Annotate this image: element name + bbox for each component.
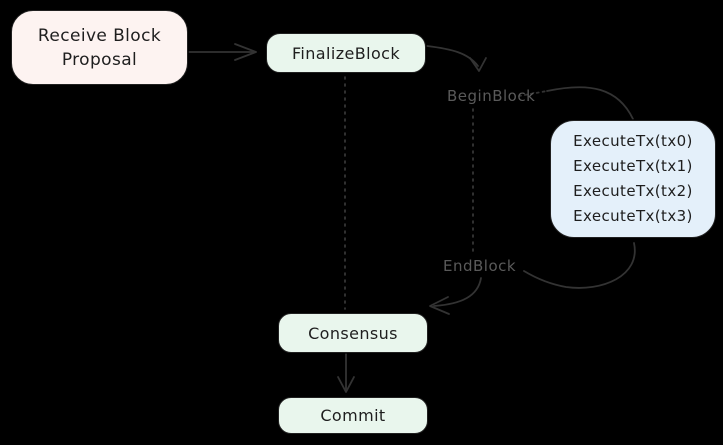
node-execute-tx: ExecuteTx(tx0) ExecuteTx(tx1) ExecuteTx(… (550, 120, 716, 238)
execute-tx-line-2: ExecuteTx(tx2) (573, 182, 693, 200)
node-commit: Commit (278, 397, 428, 434)
node-finalize-label: FinalizeBlock (291, 43, 401, 63)
edge-beginblock-to-execute-dash (518, 90, 548, 97)
edge-beginblock-to-execute (546, 86, 634, 120)
node-commit-label: Commit (320, 406, 386, 425)
node-receive-block-proposal: Receive Block Proposal (11, 10, 188, 85)
edge-endblock-to-consensus (433, 277, 482, 307)
node-consensus-label: Consensus (308, 323, 398, 343)
arrowhead-endblock-to-consensus (429, 296, 450, 315)
node-receive-label-line1: Receive Block (37, 25, 162, 46)
edge-finalize-to-beginblock (426, 45, 479, 67)
arrowhead-receive-to-finalize (234, 43, 257, 61)
edge-label-beginblock: BeginBlock (447, 87, 536, 105)
node-finalize-block: FinalizeBlock (266, 33, 426, 73)
arrowhead-consensus-to-commit (337, 376, 355, 393)
execute-tx-line-0: ExecuteTx(tx0) (573, 132, 693, 150)
node-receive-label-line2: Proposal (61, 49, 138, 70)
edge-label-endblock: EndBlock (443, 257, 517, 275)
edge-execute-to-endblock (523, 242, 636, 289)
execute-tx-line-1: ExecuteTx(tx1) (573, 157, 693, 175)
execute-tx-line-3: ExecuteTx(tx3) (573, 207, 693, 225)
arrowhead-finalize-to-beginblock (469, 57, 487, 72)
node-consensus: Consensus (278, 313, 428, 353)
